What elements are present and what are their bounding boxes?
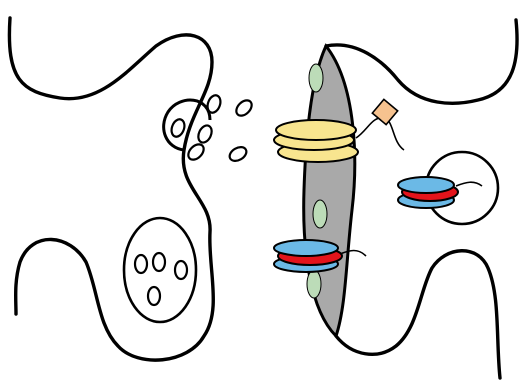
postsynaptic-membrane [326, 20, 517, 103]
vesicle [205, 93, 222, 114]
vesicle [148, 287, 160, 305]
vesicle [185, 141, 206, 162]
vesicle [153, 253, 165, 271]
red-blue-receptor [274, 240, 342, 272]
vesicle [233, 97, 254, 118]
receptor-subunit [398, 177, 454, 193]
ligand-tether [356, 118, 404, 150]
density-spot [307, 270, 321, 298]
vesicle [135, 255, 147, 273]
endosome-with-vesicles [124, 218, 196, 322]
internalized-red-blue-receptor [398, 177, 458, 208]
vesicle [169, 117, 186, 138]
ligand-square [372, 99, 397, 124]
receptor-subunit [276, 120, 356, 140]
postsynaptic-membrane-lower [336, 251, 500, 378]
density-spot [313, 200, 327, 228]
vesicle [175, 261, 187, 279]
density-spot [309, 64, 323, 92]
receptor-subunit [274, 240, 338, 256]
vesicle [196, 123, 214, 144]
vesicle [227, 144, 249, 163]
yellow-receptor-complex [274, 120, 358, 162]
